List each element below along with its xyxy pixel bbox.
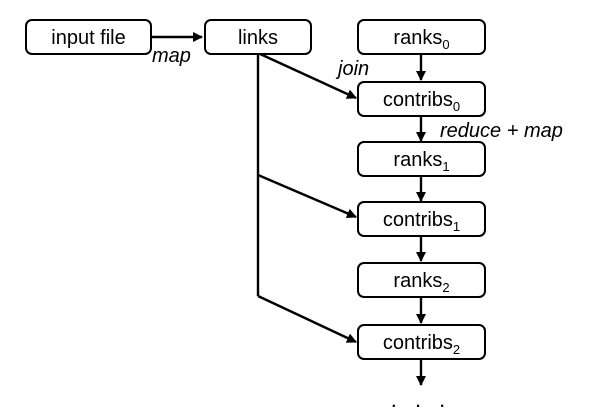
node-ranks1-label: ranks1: [393, 149, 449, 174]
node-contribs1-label: contribs1: [383, 209, 460, 234]
node-ranks2-label: ranks2: [393, 270, 449, 295]
node-contribs0: contribs0: [357, 81, 486, 117]
edge-links-to-contribs2: [257, 294, 357, 344]
node-contribs0-label: contribs0: [383, 89, 460, 114]
node-input-file-label: input file: [51, 27, 126, 49]
edge-links-to-contribs1: [257, 173, 357, 219]
node-ranks0-label: ranks0: [393, 27, 449, 52]
node-links-label: links: [238, 27, 278, 49]
continuation-ellipsis: . . .: [391, 387, 452, 412]
edges: [152, 32, 426, 386]
node-links: links: [204, 19, 312, 55]
node-input-file: input file: [25, 19, 152, 55]
edge-label-map: map: [152, 45, 191, 67]
node-ranks2: ranks2: [357, 262, 486, 298]
edge-label-reduce-map: reduce + map: [440, 120, 563, 142]
node-ranks1: ranks1: [357, 141, 486, 177]
edge-links-to-contribs0: [257, 51, 357, 100]
node-contribs1: contribs1: [357, 201, 486, 237]
node-ranks0: ranks0: [357, 19, 486, 55]
node-contribs2-label: contribs2: [383, 332, 460, 357]
edge-label-join: join: [335, 58, 369, 80]
node-contribs2: contribs2: [357, 324, 486, 360]
